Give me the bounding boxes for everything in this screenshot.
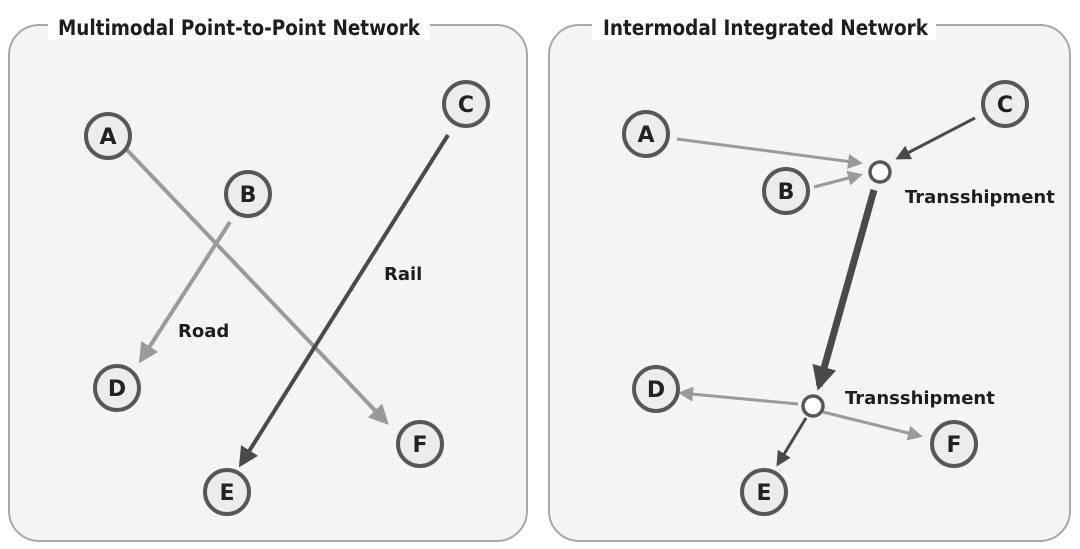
node-e-label: E [756, 481, 771, 506]
node-a: A [622, 110, 670, 158]
node-c: C [442, 80, 490, 128]
node-e: E [203, 468, 251, 516]
edge-hub2-to-f-road [822, 410, 923, 441]
node-c: C [981, 80, 1029, 128]
node-a: A [84, 112, 132, 160]
transshipment-hub-2: Transshipment [801, 388, 995, 418]
node-b-label: B [240, 183, 257, 208]
node-e-label: E [219, 481, 234, 506]
node-d-label: D [108, 377, 126, 402]
edge-b-to-hub1-road [813, 170, 863, 189]
node-c-label: C [997, 93, 1013, 118]
node-f: F [930, 420, 978, 468]
edge-hub1-to-hub2-rail [812, 189, 878, 391]
edge-c-to-hub1-rail [895, 116, 976, 160]
transshipment-hub-1-label: Transshipment [905, 187, 1055, 208]
edge-hub2-to-d-road [678, 386, 799, 406]
transshipment-hub-2-label: Transshipment [845, 388, 995, 409]
edge-a-to-hub1-road [676, 137, 863, 169]
right-panel-title: Intermodal Integrated Network [603, 16, 929, 40]
node-f: F [396, 420, 444, 468]
edge-hub2-to-e-rail [776, 417, 808, 467]
left-panel: Multimodal Point-to-Point Network Road R… [8, 12, 528, 542]
node-b: B [762, 167, 810, 215]
node-a-label: A [99, 125, 116, 150]
right-panel-title-mask [592, 12, 936, 40]
node-b-label: B [778, 180, 795, 205]
node-d: D [93, 364, 141, 412]
left-panel-title-mask [48, 12, 430, 40]
node-d-label: D [647, 378, 665, 403]
transshipment-hub-1: Transshipment [868, 160, 1055, 208]
node-e: E [740, 468, 788, 516]
edge-a-to-f-road [125, 148, 389, 425]
left-panel-title: Multimodal Point-to-Point Network [58, 16, 421, 40]
node-c-label: C [458, 93, 474, 118]
node-f-label: F [412, 433, 427, 458]
edge-b-to-d-road [138, 220, 232, 364]
node-f-label: F [946, 433, 961, 458]
edge-label-rail: Rail [384, 264, 422, 285]
edge-label-road: Road [178, 321, 229, 342]
edge-c-to-e-rail [238, 133, 450, 468]
node-a-label: A [637, 123, 654, 148]
node-b: B [224, 170, 272, 218]
node-d: D [632, 365, 680, 413]
right-panel: Intermodal Integrated Network Transshipm… [548, 12, 1071, 542]
